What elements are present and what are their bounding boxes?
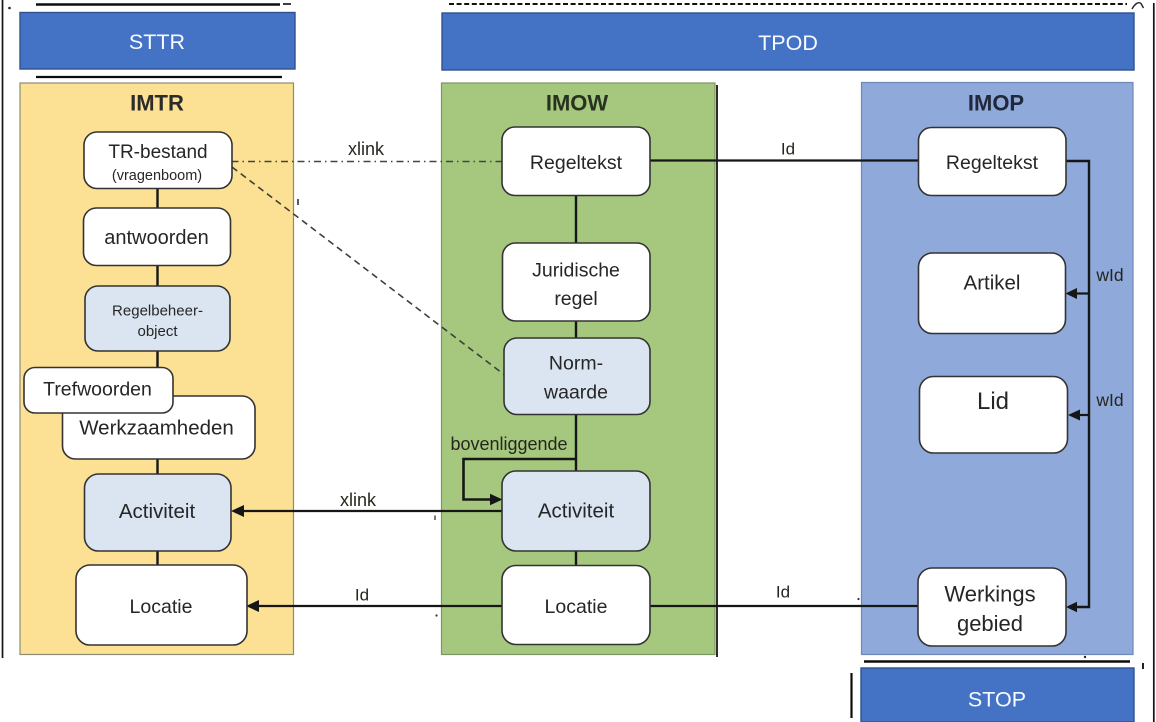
svg-text:IMTR: IMTR	[130, 91, 184, 116]
svg-text:waarde: waarde	[543, 382, 608, 404]
svg-text:STOP: STOP	[968, 688, 1026, 712]
svg-text:Trefwoorden: Trefwoorden	[43, 379, 152, 401]
svg-text:Werkings: Werkings	[944, 582, 1035, 607]
svg-text:wId: wId	[1095, 265, 1123, 285]
svg-text:Artikel: Artikel	[964, 272, 1021, 295]
svg-text:Activiteit: Activiteit	[119, 500, 196, 523]
svg-text:antwoorden: antwoorden	[104, 227, 209, 249]
svg-text:(vragenboom): (vragenboom)	[112, 168, 202, 184]
svg-text:wId: wId	[1095, 390, 1123, 410]
svg-text:gebied: gebied	[957, 611, 1023, 636]
svg-text:Id: Id	[781, 140, 795, 159]
svg-text:xlink: xlink	[348, 139, 385, 159]
svg-text:Locatie: Locatie	[545, 596, 608, 618]
svg-text:Activiteit: Activiteit	[538, 500, 615, 523]
svg-text:Id: Id	[355, 586, 369, 605]
svg-text:STTR: STTR	[129, 30, 185, 54]
svg-text:Regelbeheer-: Regelbeheer-	[112, 303, 203, 320]
svg-text:TPOD: TPOD	[758, 31, 818, 55]
svg-text:Locatie: Locatie	[130, 596, 193, 618]
svg-text:bovenliggende: bovenliggende	[450, 434, 567, 454]
svg-text:Id: Id	[776, 583, 790, 602]
svg-text:Werkzaamheden: Werkzaamheden	[79, 417, 234, 440]
svg-text:IMOP: IMOP	[968, 91, 1024, 116]
svg-text:Regeltekst: Regeltekst	[946, 152, 1039, 174]
svg-text:Juridische: Juridische	[532, 260, 620, 282]
svg-text:Regeltekst: Regeltekst	[530, 152, 623, 174]
svg-text:xlink: xlink	[340, 490, 377, 510]
svg-text:Lid: Lid	[977, 388, 1009, 415]
svg-text:TR-bestand: TR-bestand	[108, 142, 207, 163]
svg-text:IMOW: IMOW	[546, 91, 609, 116]
svg-text:object: object	[137, 323, 178, 340]
svg-text:regel: regel	[554, 288, 597, 310]
svg-text:Norm-: Norm-	[549, 353, 603, 375]
